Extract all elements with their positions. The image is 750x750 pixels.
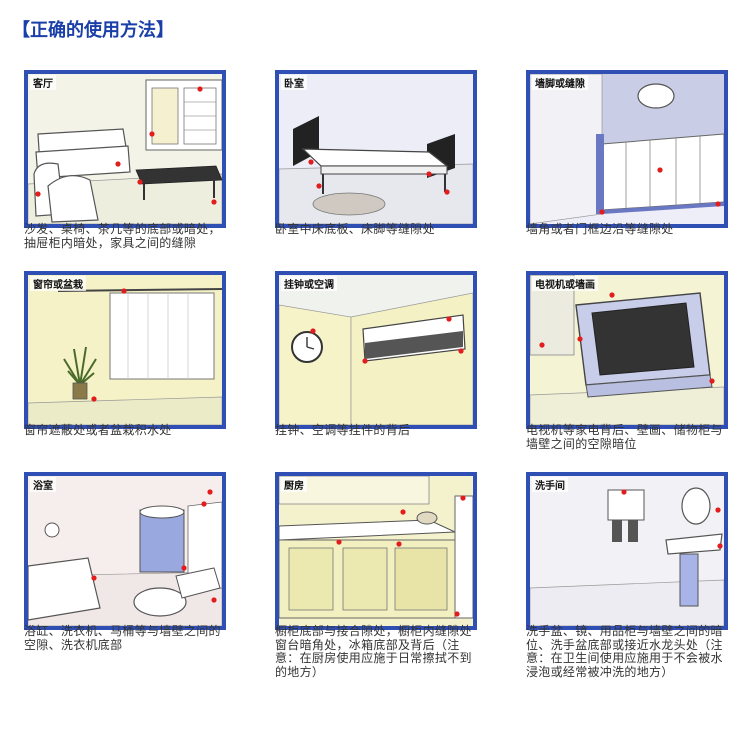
panel-label: 电视机或墙画 xyxy=(532,276,598,291)
panel-label: 洗手间 xyxy=(532,477,568,492)
panel-washroom: 洗手间 洗手盆、镜、用品柜与墙壁之间的暗位、洗手盆底部或接近水龙头处（注意：在卫… xyxy=(526,472,728,679)
panel-clock-ac: 挂钟或空调 挂钟、空调等挂件的背后 xyxy=(275,271,477,469)
panel-caption: 沙发、桌椅、茶几等的底部或暗处，抽屉柜内暗处，家具之间的缝隙 xyxy=(24,222,221,250)
washroom-illustration: 洗手间 xyxy=(526,472,728,630)
wall-corner-illustration: 墙脚或缝隙 xyxy=(526,70,728,228)
panel-label: 客厅 xyxy=(30,75,56,90)
panel-caption: 卧室中床底板、床脚等缝隙处 xyxy=(275,222,435,236)
panel-caption: 洗手盆、镜、用品柜与墙壁之间的暗位、洗手盆底部或接近水龙头处（注意：在卫生间使用… xyxy=(526,624,723,679)
kitchen-illustration: 厨房 xyxy=(275,472,477,630)
curtain-plant-illustration: 窗帘或盆栽 xyxy=(24,271,226,429)
panel-caption: 浴缸、洗衣机、马桶等与墙壁之间的空隙、洗衣机底部 xyxy=(24,624,221,652)
panel-label: 厨房 xyxy=(281,477,307,492)
panel-kitchen: 厨房 橱柜底部与接合隙处，橱柜内缝隙处窗台暗角处，冰箱底部及背后（注意：在厨房使… xyxy=(275,472,477,679)
clock-ac-illustration: 挂钟或空调 xyxy=(275,271,477,429)
panel-caption: 橱柜底部与接合隙处，橱柜内缝隙处窗台暗角处，冰箱底部及背后（注意：在厨房使用应施… xyxy=(275,624,472,679)
panel-tv-painting: 电视机或墙画 电视机等家电背后、壁画、储物柜与墙壁之间的空隙暗位 xyxy=(526,271,728,469)
panel-label: 卧室 xyxy=(281,75,307,90)
panel-label: 窗帘或盆栽 xyxy=(30,276,86,291)
panel-label: 挂钟或空调 xyxy=(281,276,337,291)
panel-caption: 窗帘遮蔽处或者盆栽积水处 xyxy=(24,423,172,437)
panel-living-room: 客厅 沙发、桌椅、茶几等的底部或暗处，抽屉柜内暗处，家具之间的缝隙 xyxy=(24,70,226,268)
bedroom-illustration: 卧室 xyxy=(275,70,477,228)
panel-caption: 电视机等家电背后、壁画、储物柜与墙壁之间的空隙暗位 xyxy=(526,423,723,451)
panel-curtain-plant: 窗帘或盆栽 窗帘遮蔽处或者盆栽积水处 xyxy=(24,271,226,469)
page-title: 【正确的使用方法】 xyxy=(12,20,174,41)
bathroom-illustration: 浴室 xyxy=(24,472,226,630)
living-room-illustration: 客厅 xyxy=(24,70,226,228)
panel-caption: 挂钟、空调等挂件的背后 xyxy=(275,423,411,437)
panel-bathroom: 浴室 浴缸、洗衣机、马桶等与墙壁之间的空隙、洗衣机底部 xyxy=(24,472,226,670)
panel-label: 浴室 xyxy=(30,477,56,492)
tv-painting-illustration: 电视机或墙画 xyxy=(526,271,728,429)
panel-label: 墙脚或缝隙 xyxy=(532,75,588,90)
panel-bedroom: 卧室 卧室中床底板、床脚等缝隙处 xyxy=(275,70,477,268)
panel-wall-corner: 墙脚或缝隙 墙角或者门框边沿等缝隙处 xyxy=(526,70,728,268)
panel-caption: 墙角或者门框边沿等缝隙处 xyxy=(526,222,674,236)
